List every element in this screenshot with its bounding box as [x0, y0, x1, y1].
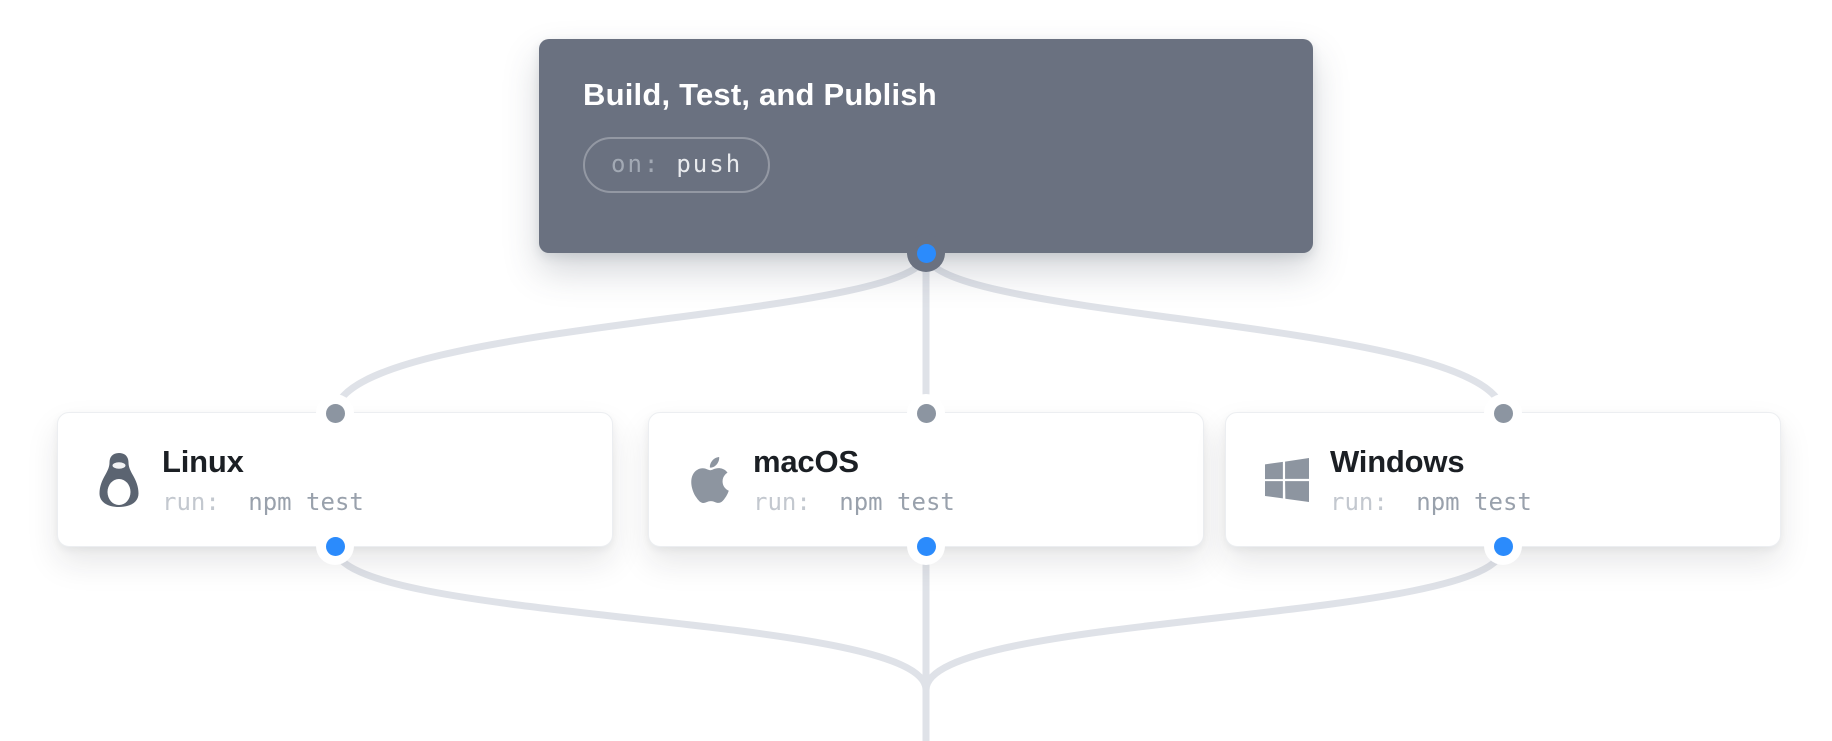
apple-icon — [685, 452, 735, 508]
edge-root-to-linux — [331, 252, 930, 416]
edge-windows-to-next — [922, 546, 1507, 691]
output-dot — [1493, 536, 1513, 556]
workflow-title: Build, Test, and Publish — [583, 77, 937, 112]
trigger-badge: on: push — [583, 137, 771, 193]
trigger-value: push — [676, 150, 743, 178]
run-key: run: — [162, 487, 220, 516]
linux-output-port[interactable] — [316, 527, 354, 565]
edge-linux-to-next — [331, 546, 930, 691]
windows-output-port[interactable] — [1484, 527, 1522, 565]
job-node-linux[interactable]: Linux run: npm test — [57, 394, 613, 565]
run-command: npm test — [248, 487, 364, 516]
job-title: macOS — [753, 443, 859, 479]
job-title: Windows — [1330, 443, 1465, 479]
linux-penguin-icon — [94, 452, 144, 508]
workflow-trigger-node[interactable]: Build, Test, and Publish on: push — [539, 39, 1313, 272]
run-command: npm test — [839, 487, 955, 516]
job-title: Linux — [162, 443, 244, 479]
output-dot — [325, 536, 345, 556]
root-output-port[interactable] — [907, 234, 945, 272]
macos-output-port[interactable] — [907, 527, 945, 565]
run-command: npm test — [1416, 487, 1532, 516]
input-dot — [916, 403, 936, 423]
run-key: run: — [753, 487, 811, 516]
output-dot — [916, 536, 936, 556]
job-node-windows[interactable]: Windows run: npm test — [1225, 394, 1781, 565]
trigger-key: on: — [611, 150, 661, 178]
windows-icon — [1262, 452, 1312, 508]
job-node-macos[interactable]: macOS run: npm test — [648, 394, 1204, 565]
edge-root-to-windows — [922, 252, 1507, 416]
job-run-line: run: npm test — [753, 489, 955, 515]
output-dot — [916, 243, 936, 263]
job-run-line: run: npm test — [1330, 489, 1532, 515]
job-run-line: run: npm test — [162, 489, 364, 515]
input-dot — [1493, 403, 1513, 423]
input-dot — [325, 403, 345, 423]
run-key: run: — [1330, 487, 1388, 516]
windows-input-port[interactable] — [1484, 394, 1522, 432]
linux-input-port[interactable] — [316, 394, 354, 432]
macos-input-port[interactable] — [907, 394, 945, 432]
